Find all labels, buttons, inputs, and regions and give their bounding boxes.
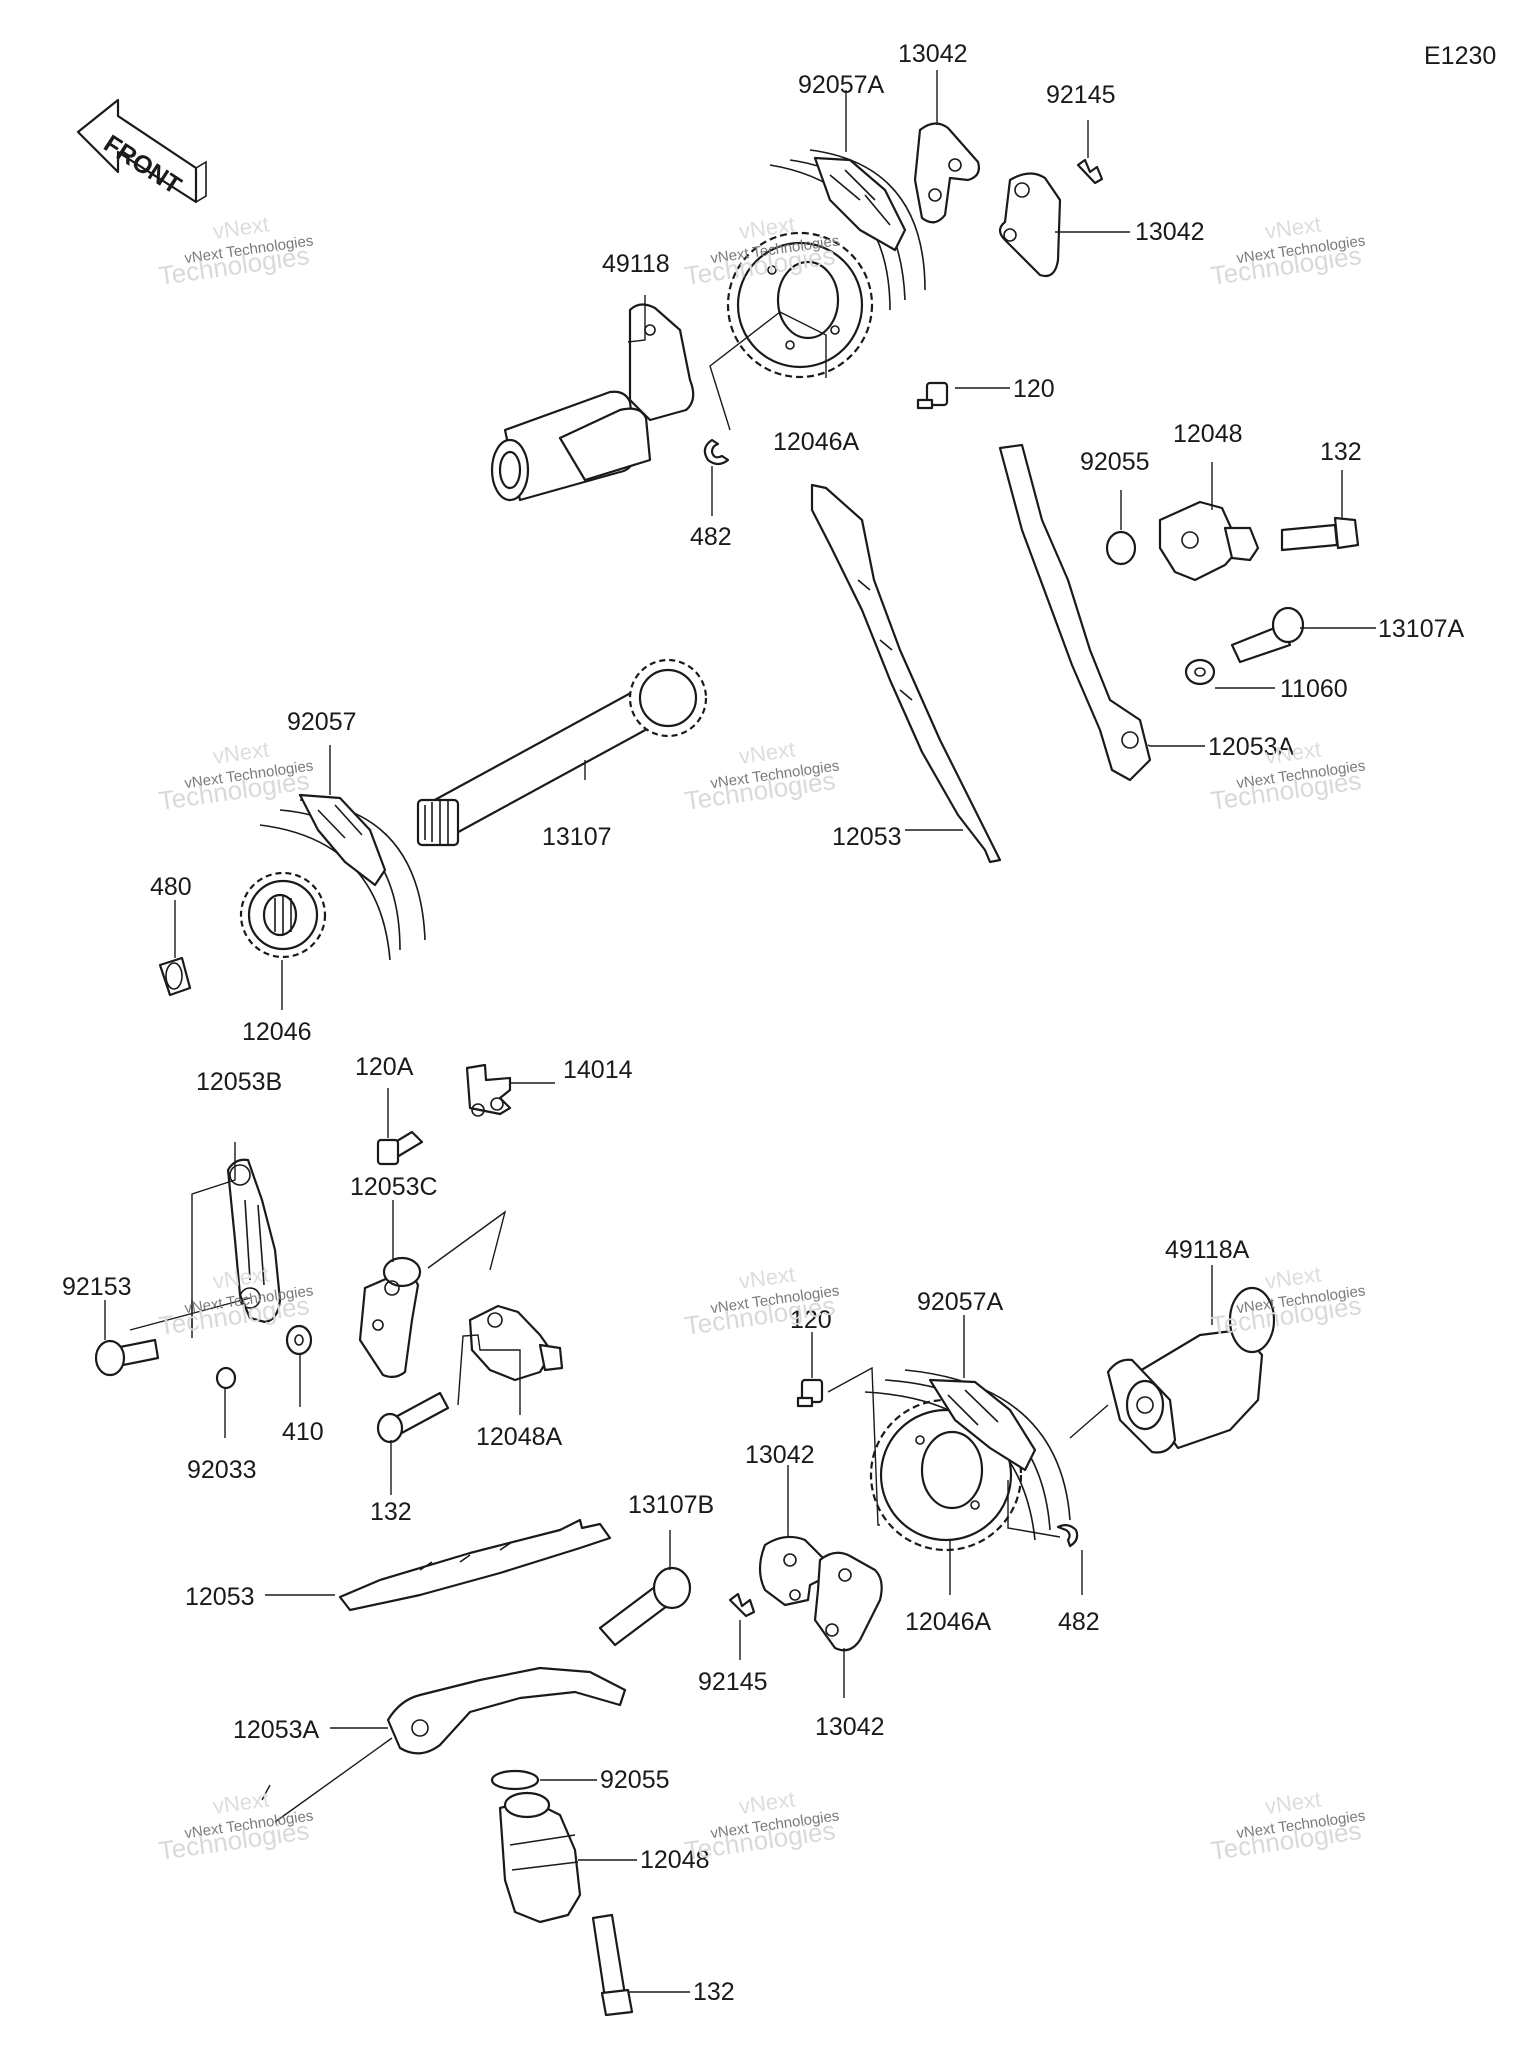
cam-chain-upper-92057A [769,149,926,311]
callout-120A: 120A [355,1053,414,1081]
callout-12048A: 12048A [476,1423,563,1451]
callout-12048-lower: 12048 [640,1846,710,1874]
callout-12053C: 12053C [350,1173,438,1201]
callout-92057: 92057 [287,708,357,736]
callout-12053B: 12053B [196,1068,282,1096]
bolt-132-middle [376,1391,450,1444]
tensioner-guide-12053A-lower [386,1666,627,1755]
callout-12053-upper: 12053 [832,823,902,851]
pivot-bolt-13107A [1230,606,1305,664]
callout-labels: 92057A 13042 92145 13042 49118 120 12046… [62,40,1465,2006]
watermark: vNext vNext Technologies Technologies [157,1786,315,1866]
callout-92145-lower: 92145 [698,1668,768,1696]
bolt-132-upper [1280,516,1360,552]
decompressor-weight-13042-b [998,172,1062,278]
decompressor-weight-13042-a [913,122,980,224]
spring-92145-lower [728,1592,756,1618]
guide-bolt-92153 [94,1338,160,1377]
callout-12053A-lower: 12053A [233,1716,320,1744]
callout-92033: 92033 [187,1456,257,1484]
tensioner-12048-upper [1158,500,1260,582]
callout-13107: 13107 [542,823,612,851]
circlip-482-upper [703,438,730,466]
callout-13042-upper-a: 13042 [898,40,968,68]
camshaft-49118A [1106,1286,1276,1454]
washer-410 [285,1324,313,1356]
callout-92057A-upper: 92057A [798,71,885,99]
callout-12046A-upper: 12046A [773,428,860,456]
watermark: vNext vNext Technologies Technologies [1209,211,1367,291]
bolt-120-upper [916,381,949,410]
callout-13042-lower-b: 13042 [815,1713,885,1741]
camshaft-49118 [490,303,695,502]
circlip-482-lower [1056,1523,1079,1548]
idler-gear-12046 [239,871,327,959]
diagram-code: E1230 [1424,42,1496,70]
decompressor-weight-13042-d [813,1551,883,1652]
watermark: vNext vNext Technologies Technologies [157,211,315,291]
oring-92055-lower [490,1769,540,1791]
callout-13042-upper-b: 13042 [1135,218,1205,246]
callout-13042-lower-a: 13042 [745,1441,815,1469]
callout-120-upper: 120 [1013,375,1055,403]
circlip-480 [158,956,192,997]
holder-14014 [465,1063,512,1117]
callout-49118: 49118 [602,250,670,278]
oring-92033 [215,1366,237,1390]
chain-guide-12053-upper [810,483,1002,864]
callout-482-lower: 482 [1058,1608,1100,1636]
callout-92055-upper: 92055 [1080,448,1150,476]
callout-92057A-lower: 92057A [917,1288,1004,1316]
tensioner-12048-lower [498,1791,582,1924]
watermarks: vNext vNext Technologies Technologies vN… [157,211,1367,1866]
callout-14014: 14014 [563,1056,633,1084]
callout-480: 480 [150,873,192,901]
watermark: vNext vNext Technologies Technologies [157,736,315,816]
tensioner-guide-12053A-upper [998,443,1152,782]
cam-chain-92057 [259,793,426,961]
leader-lines [104,70,1376,1993]
decompressor-weight-13042-c [758,1535,827,1607]
callout-132-middle: 132 [370,1498,412,1526]
callout-12046A-lower: 12046A [905,1608,992,1636]
front-direction-arrow: FRONT [76,98,207,204]
callout-49118A: 49118A [1165,1236,1250,1264]
callout-120-lower: 120 [790,1306,832,1334]
watermark: vNext vNext Technologies Technologies [1209,1261,1367,1341]
callout-92145-upper: 92145 [1046,81,1116,109]
chain-guide-12053-lower [338,1518,612,1612]
watermark: vNext vNext Technologies Technologies [683,1786,841,1866]
callout-132-lower: 132 [693,1978,735,2006]
callout-13107B: 13107B [628,1491,714,1519]
spring-92145-upper [1076,158,1104,185]
washer-11060 [1184,658,1216,686]
callout-12053A-upper: 12053A [1208,733,1295,761]
cam-chain-lower-92057A [864,1369,1071,1541]
callout-13107A: 13107A [1378,615,1465,643]
callout-11060: 11060 [1280,675,1348,703]
callout-92153: 92153 [62,1273,132,1301]
callout-482-upper: 482 [690,523,732,551]
bolt-120-lower [796,1378,824,1408]
watermark: vNext vNext Technologies Technologies [1209,1786,1367,1866]
camshaft-sprocket-12046A-lower [869,1398,1023,1552]
pivot-bolt-13107B [598,1566,692,1647]
callout-12053-lower: 12053 [185,1583,255,1611]
bracket-12053C [358,1256,422,1379]
callout-132-upper: 132 [1320,438,1362,466]
watermark: vNext vNext Technologies Technologies [683,736,841,816]
bolt-132-lower [591,1913,634,2017]
oring-92055-upper [1105,530,1137,566]
idler-shaft-13107 [416,658,708,847]
callout-410: 410 [282,1418,324,1446]
callout-92055-lower: 92055 [600,1766,670,1794]
tensioner-12048A [468,1304,564,1382]
bolt-120A [376,1130,424,1166]
callout-12048-upper: 12048 [1173,420,1243,448]
callout-12046: 12046 [242,1018,312,1046]
camshaft-sprocket-12046A [726,231,874,379]
